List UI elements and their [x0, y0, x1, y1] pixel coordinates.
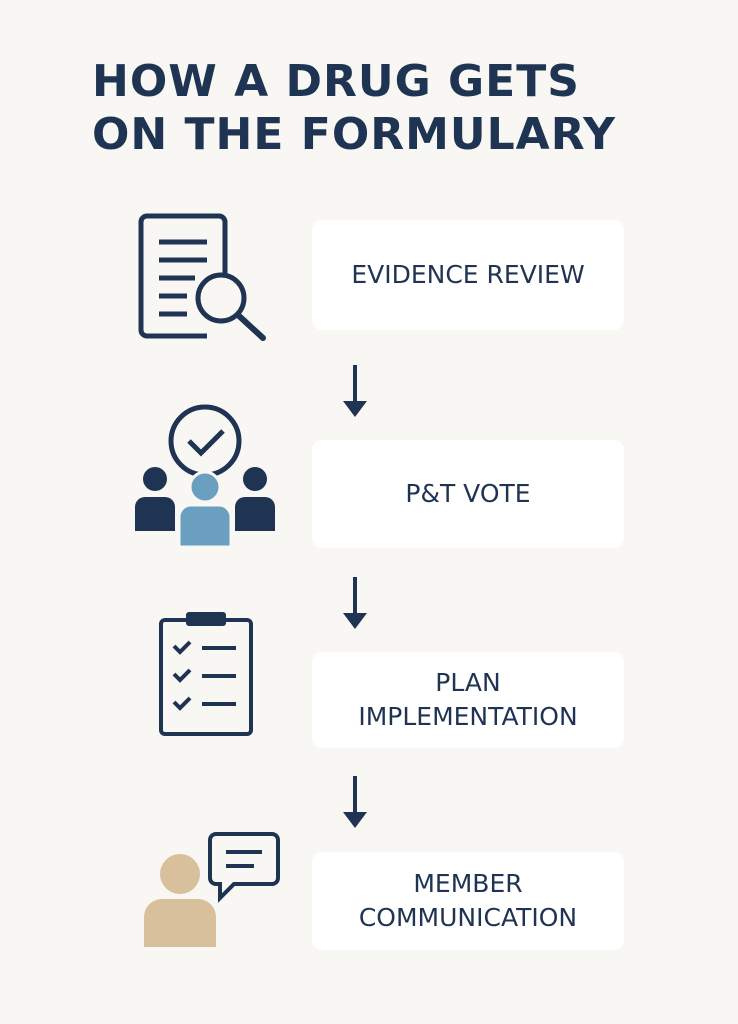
step-pt-vote: P&T VOTE [312, 440, 624, 548]
member-chat-icon [144, 832, 280, 947]
step-label: COMMUNICATION [358, 903, 578, 932]
step-label: IMPLEMENTATION [358, 702, 578, 731]
step-plan-implementation: PLAN IMPLEMENTATION [312, 652, 624, 748]
step-evidence-review: EVIDENCE REVIEW [312, 220, 624, 330]
committee-vote-icon [135, 404, 275, 549]
step-label: EVIDENCE REVIEW [351, 260, 585, 289]
title-line-2: ON THE FORMULARY [92, 109, 617, 160]
arrow-down-icon [343, 776, 367, 828]
document-search-icon [138, 213, 266, 341]
step-label: P&T VOTE [405, 479, 531, 508]
step-label: MEMBER [413, 869, 523, 898]
page-title: HOW A DRUG GETS ON THE FORMULARY [92, 55, 616, 161]
checklist-clipboard-icon [159, 612, 253, 736]
step-label: PLAN [435, 668, 501, 697]
title-line-1: HOW A DRUG GETS [92, 56, 580, 107]
arrow-down-icon [343, 365, 367, 417]
arrow-down-icon [343, 577, 367, 629]
step-member-communication: MEMBER COMMUNICATION [312, 852, 624, 950]
